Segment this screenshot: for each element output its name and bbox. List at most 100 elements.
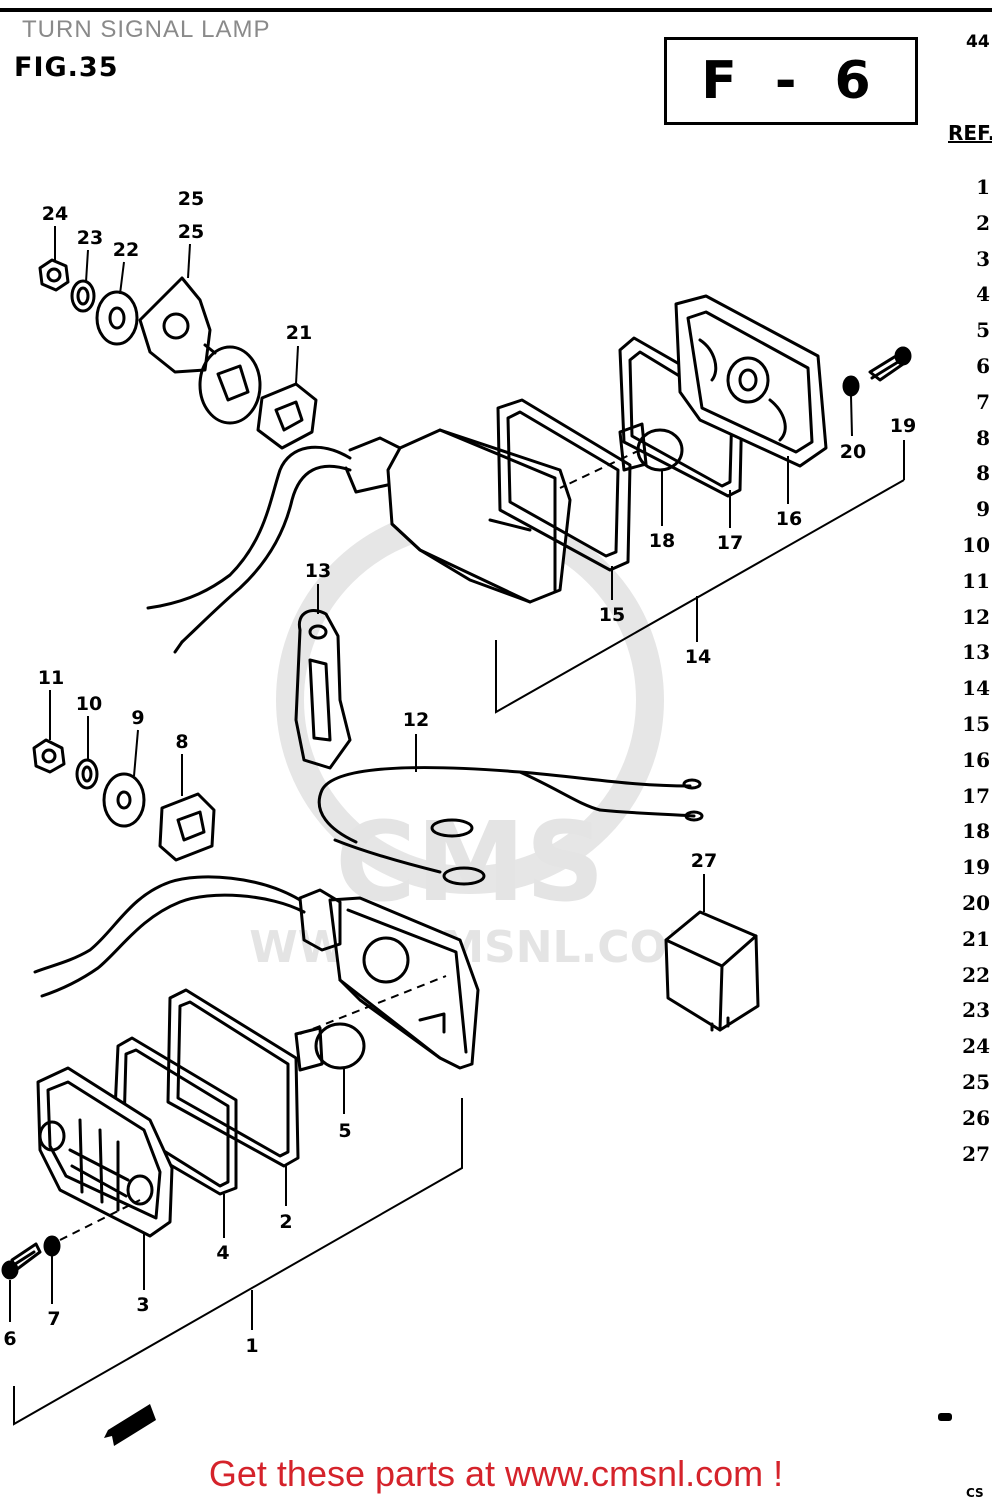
callout-17: 17 — [717, 532, 743, 554]
ref-number: 3 — [976, 246, 990, 271]
top-rule — [0, 8, 992, 12]
lens-3 — [36, 1066, 174, 1238]
leader-23 — [85, 249, 89, 283]
callout-4: 4 — [216, 1242, 229, 1264]
bracket-25 — [138, 276, 262, 425]
bullet-mark — [938, 1413, 952, 1421]
ref-number: 21 — [962, 926, 990, 951]
lead-wire-upper — [146, 445, 352, 654]
ref-number: 14 — [962, 676, 990, 701]
ref-number: 11 — [962, 568, 990, 593]
leader-20 — [850, 395, 853, 437]
ref-number: 1 — [976, 175, 990, 199]
gasket-15 — [496, 398, 632, 572]
callout-21: 21 — [286, 322, 312, 344]
ref-number: 22 — [962, 962, 990, 987]
ref-number: 19 — [962, 855, 990, 880]
footer-link[interactable]: Get these parts at www.cmsnl.com ! — [208, 1453, 784, 1494]
callout-13: 13 — [305, 560, 331, 582]
washer-22 — [95, 290, 139, 346]
ref-number: 2 — [976, 210, 990, 235]
ref-number: 5 — [976, 318, 990, 343]
callout-5: 5 — [338, 1120, 351, 1142]
callout-10: 10 — [76, 693, 102, 715]
gasket-2 — [166, 988, 300, 1168]
leader-1 — [13, 1098, 463, 1426]
grommet-21 — [256, 382, 318, 450]
callout-18: 18 — [649, 530, 675, 552]
ref-number: 24 — [962, 1034, 990, 1059]
figure-label: FIG.35 — [14, 52, 119, 83]
callout-15: 15 — [599, 604, 625, 626]
washer-20 — [842, 375, 860, 397]
leader-21 — [295, 345, 299, 385]
ref-number-column: 1 2 3 4 5 6 7 8 8 9 10 11 12 13 14 15 16… — [940, 170, 990, 1172]
washer-9 — [102, 772, 146, 828]
front-arrow-icon — [104, 1404, 156, 1446]
housing-lower — [298, 888, 480, 1070]
leader-25 — [187, 243, 191, 279]
ref-number: 25 — [962, 1069, 990, 1094]
watermark-main: CMS — [335, 798, 604, 926]
ref-number: 23 — [962, 998, 990, 1023]
lead-wire-lower — [33, 875, 306, 998]
callout-6: 6 — [3, 1328, 16, 1350]
callout-8: 8 — [175, 731, 188, 753]
clamp-13 — [294, 609, 352, 770]
leader-dashed-upper — [559, 449, 641, 489]
callout-11: 11 — [38, 667, 64, 689]
callout-16: 16 — [776, 508, 802, 530]
ref-number: 4 — [976, 282, 990, 307]
ref-number: 17 — [962, 783, 990, 808]
callout-25a: 25 — [178, 188, 204, 210]
leader-lines — [9, 226, 905, 1426]
ref-number: 18 — [962, 819, 990, 844]
callout-19: 19 — [890, 415, 916, 437]
housing-upper — [344, 428, 572, 604]
ref-number: 20 — [962, 890, 990, 915]
leader-14 — [495, 479, 905, 714]
ref-number: 10 — [962, 532, 990, 557]
ref-number: 8 — [976, 425, 990, 450]
lock-washer-23 — [70, 279, 96, 313]
nut-24 — [38, 258, 70, 292]
callout-1: 1 — [245, 1335, 258, 1357]
callout-25b: 25 — [178, 221, 204, 243]
ref-number: 7 — [976, 389, 990, 414]
section-code: F - 6 — [701, 51, 881, 111]
gasket-17 — [618, 336, 744, 498]
ref-number: 9 — [976, 497, 990, 522]
callout-7: 7 — [47, 1308, 60, 1330]
callout-14: 14 — [685, 646, 711, 668]
screw-6 — [1, 1242, 42, 1280]
nut-11 — [32, 738, 66, 774]
ref-number: 26 — [962, 1105, 990, 1130]
ref-number: 6 — [976, 353, 990, 378]
leader-22 — [119, 261, 125, 295]
callout-24: 24 — [42, 203, 68, 225]
section-box: F - 6 — [664, 37, 918, 125]
ref-number: 15 — [962, 711, 990, 736]
corner-code: CS — [966, 1486, 984, 1500]
callout-3: 3 — [136, 1294, 149, 1316]
ref-number: 12 — [962, 604, 990, 629]
callout-27: 27 — [691, 850, 717, 872]
ref-number: 13 — [962, 640, 990, 665]
screw-19 — [868, 346, 912, 382]
page-title: TURN SIGNAL LAMP — [22, 16, 271, 43]
bulb-5 — [294, 1022, 366, 1072]
callout-22: 22 — [113, 239, 139, 261]
callout-9: 9 — [131, 707, 144, 729]
callout-2: 2 — [279, 1211, 292, 1233]
ref-number: 8 — [976, 461, 990, 486]
callout-20: 20 — [840, 441, 866, 463]
ref-number: 16 — [962, 747, 990, 772]
page-code: 44 — [966, 32, 990, 52]
washer-7 — [43, 1235, 61, 1257]
leader-dashed-screw — [59, 1199, 141, 1241]
leader-dashed-lower — [299, 975, 447, 1035]
grommet-8 — [158, 792, 216, 862]
relay-27 — [664, 910, 760, 1032]
callout-23: 23 — [77, 227, 103, 249]
